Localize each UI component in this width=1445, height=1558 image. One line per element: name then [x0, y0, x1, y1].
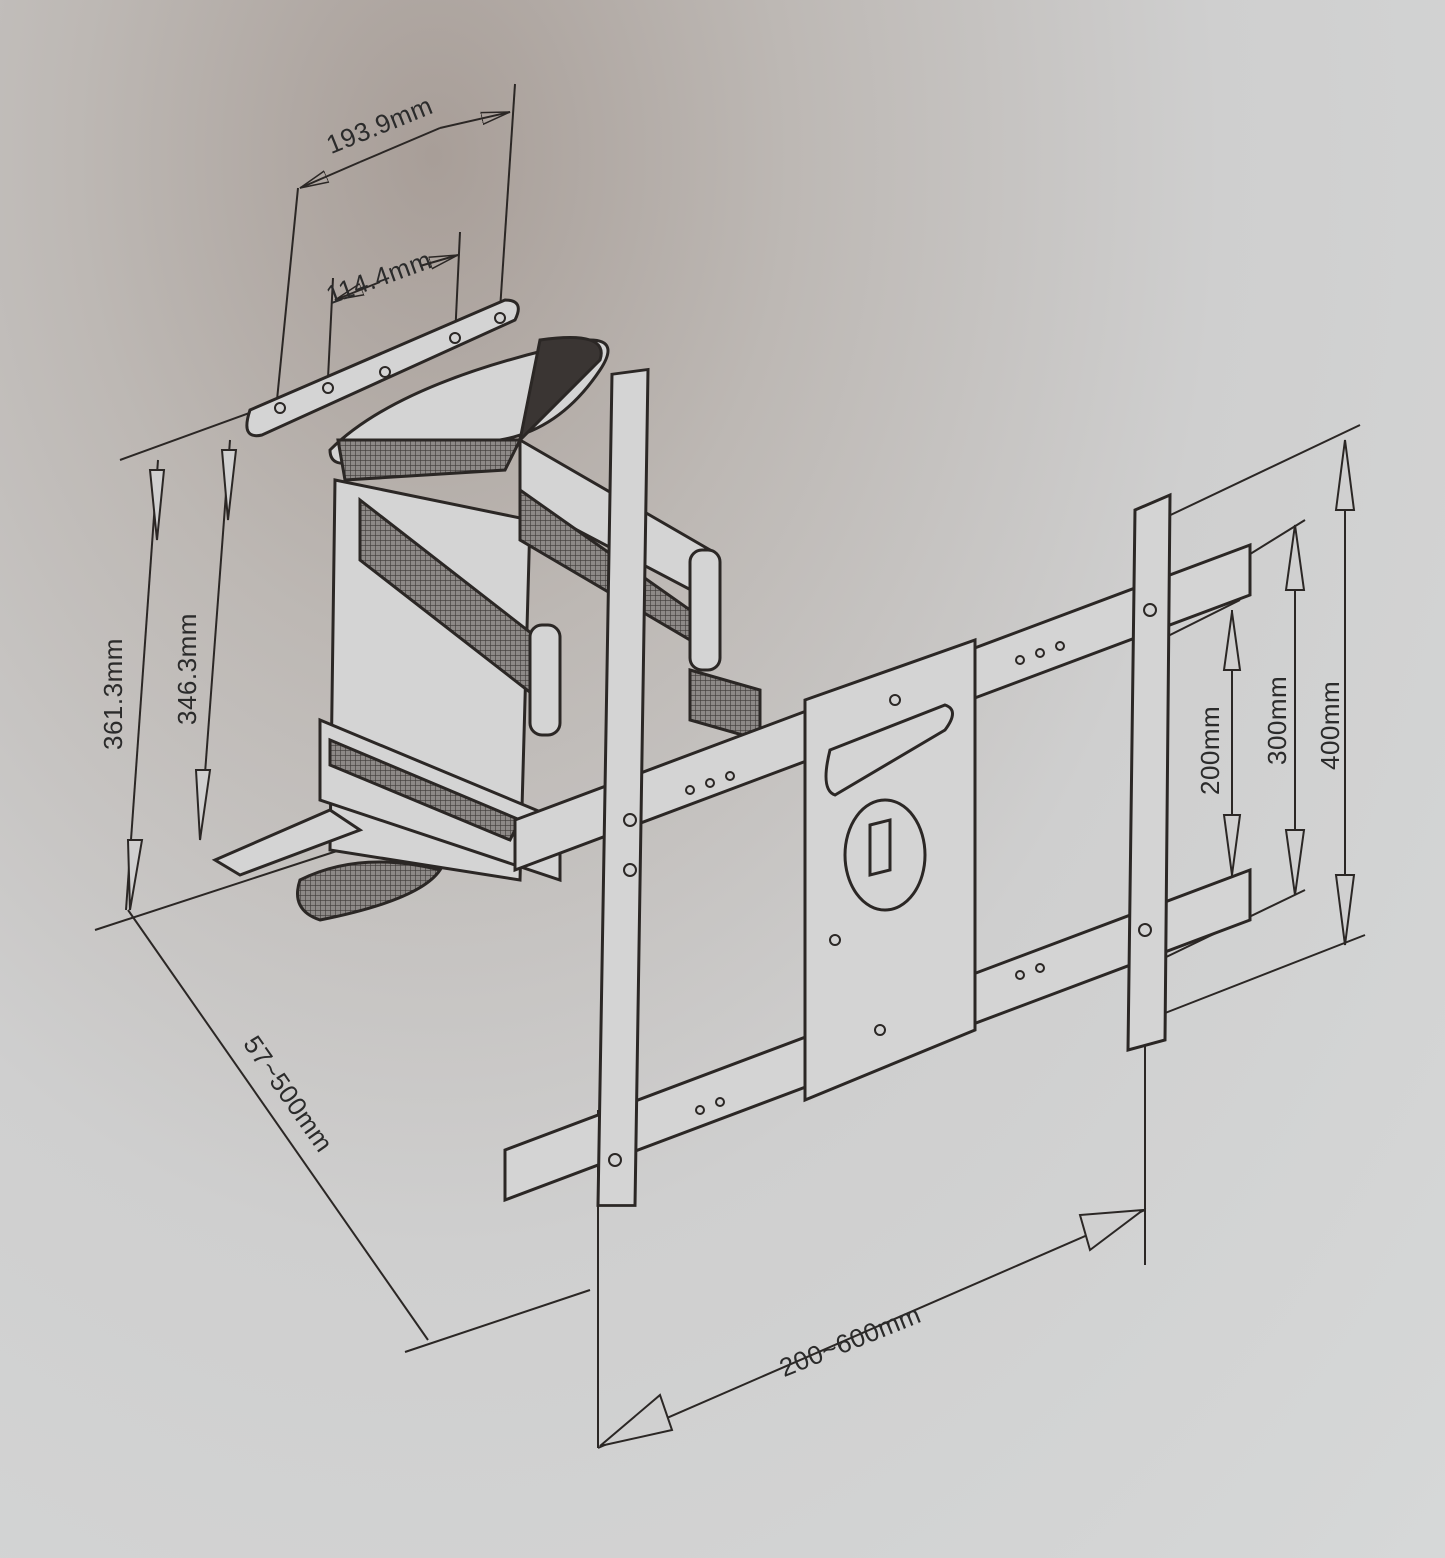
- wall-plate: [245, 298, 520, 438]
- dim-200: 200mm: [1195, 705, 1225, 795]
- dim-400: 400mm: [1315, 680, 1345, 770]
- dim-300: 300mm: [1262, 675, 1292, 765]
- dim-346-3: 346.3mm: [172, 613, 202, 725]
- dim-361-3: 361.3mm: [98, 638, 128, 750]
- tv-bracket: [503, 367, 1252, 1207]
- articulating-arms: [211, 336, 762, 922]
- dimension-lines: [94, 83, 1366, 1449]
